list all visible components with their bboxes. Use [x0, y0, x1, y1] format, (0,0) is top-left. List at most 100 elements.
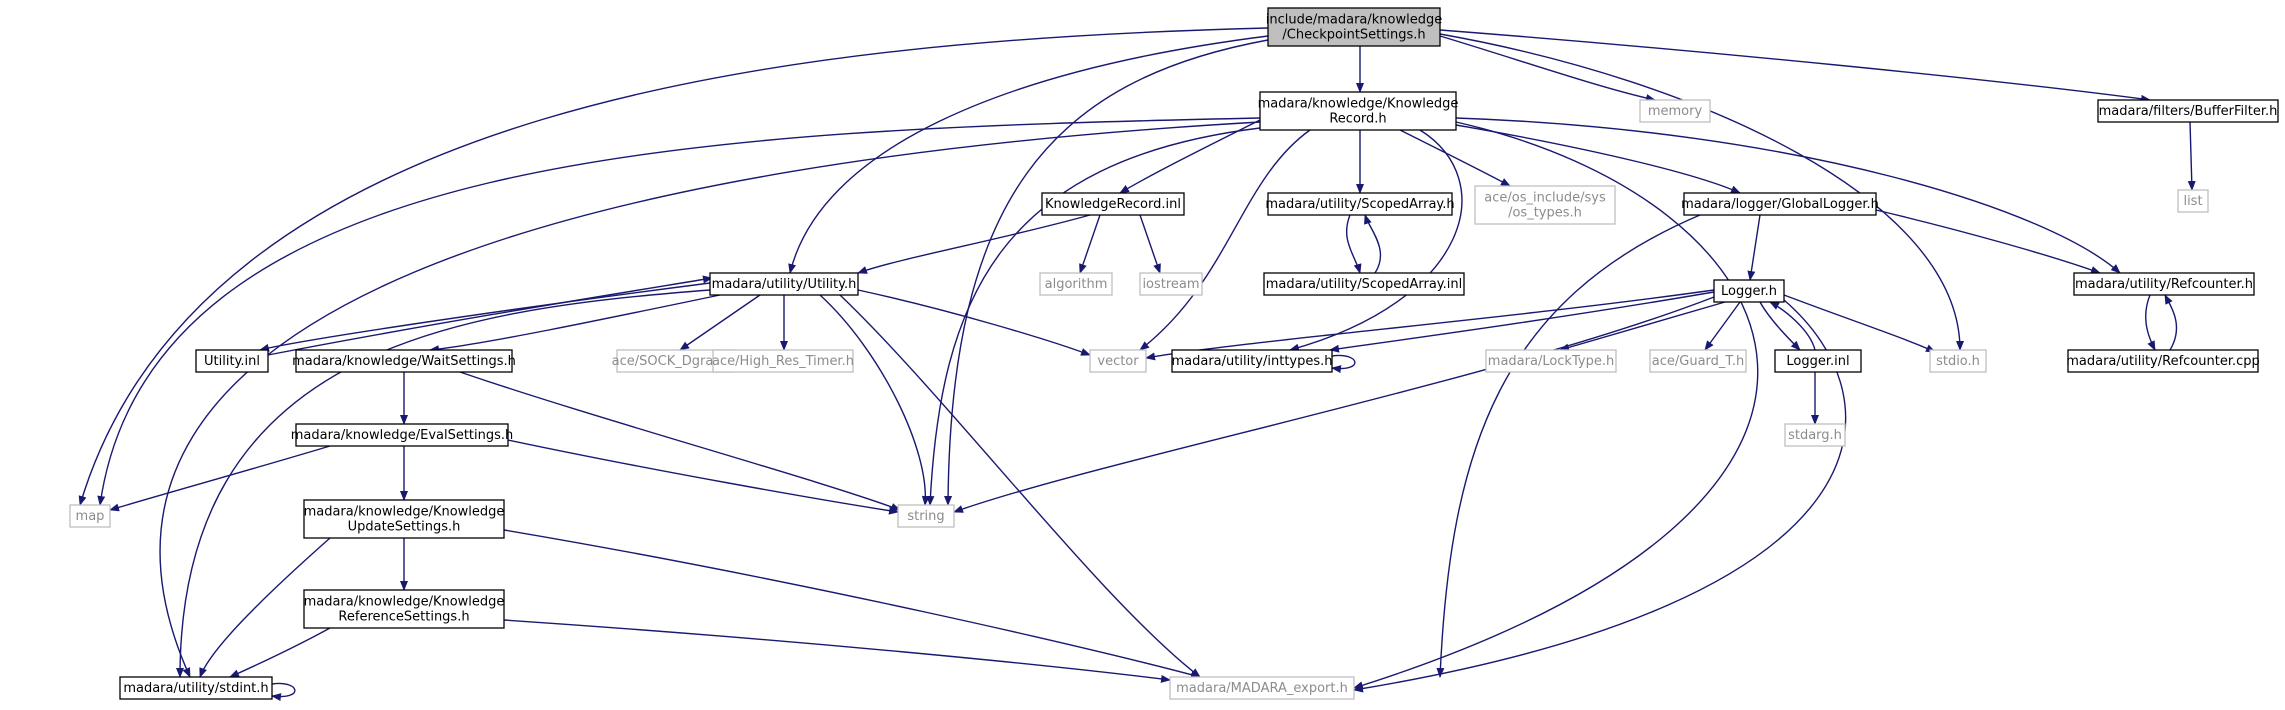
node-madara-export: madara/MADARA_export.h [1169, 676, 1355, 700]
edge-utility_h-to-utility_inl [259, 282, 711, 352]
edge-updatesettings_h-to-stdint_h [199, 537, 331, 678]
node-label: ace/High_Res_Timer.h [712, 354, 854, 369]
node-root[interactable]: include/madara/knowledge/CheckpointSetti… [1266, 7, 1442, 47]
edge-inttypes_h-to-inttypes_h [1331, 354, 1356, 374]
node-label: ace/os_include/sys [1484, 191, 1606, 206]
node-box [1139, 272, 1203, 296]
edge-evalsettings_h-to-string [507, 439, 899, 515]
node-bufferfilter-h[interactable]: madara/filters/BufferFilter.h [2097, 99, 2279, 123]
node-globallogger-h[interactable]: madara/logger/GlobalLogger.h [1681, 192, 1879, 216]
edge-utility_h-to-waitsettings_h [429, 294, 721, 354]
edge-utility_h-to-madara_export [839, 294, 1201, 678]
node-updatesettings-h[interactable]: madara/knowledge/KnowledgeUpdateSettings… [303, 499, 505, 539]
node-box [295, 349, 513, 373]
node-utility-h[interactable]: madara/utility/Utility.h [709, 272, 859, 296]
node-scopedarray-inl[interactable]: madara/utility/ScopedArray.inl [1263, 272, 1465, 296]
node-label: KnowledgeRecord.inl [1045, 197, 1181, 212]
edge-utility_h-to-vector [857, 289, 1091, 356]
edge-root-to-string [944, 39, 1269, 506]
node-evalsettings-h[interactable]: madara/knowledge/EvalSettings.h [291, 423, 514, 447]
node-label: madara/knowledge/EvalSettings.h [291, 428, 514, 443]
edge-logger_h-to-guard_t [1704, 301, 1741, 351]
node-label: ace/SOCK_Dgram.h [612, 354, 739, 369]
node-refcounter-h[interactable]: madara/utility/Refcounter.h [2073, 272, 2255, 296]
edge-knowledgerecord_inl-to-iostream [1139, 214, 1161, 274]
edge-logger_h-to-inttypes_h [1329, 291, 1715, 353]
edge-scopedarray_inl-to-scopedarray_h [1364, 214, 1382, 274]
node-box [1267, 7, 1441, 47]
node-label: algorithm [1045, 277, 1108, 292]
node-label: Utility.inl [204, 354, 260, 369]
node-label: /os_types.h [1508, 206, 1582, 221]
node-box [2067, 349, 2259, 373]
node-waitsettings-h[interactable]: madara/knowledge/WaitSettings.h [292, 349, 516, 373]
edge-knowledgerecord_h-to-inttypes_h [1289, 129, 1463, 352]
edge-waitsettings_h-to-string [459, 371, 901, 511]
node-label: madara/MADARA_export.h [1176, 681, 1348, 696]
node-box [709, 272, 859, 296]
edge-utility_h-to-sock_dgram [679, 294, 761, 351]
node-box [303, 499, 505, 539]
node-box [1041, 192, 1185, 216]
node-box [1485, 349, 1617, 373]
node-label: madara/knowledge/Knowledge [1258, 97, 1459, 112]
edge-globallogger_h-to-madara_export [1436, 214, 1701, 678]
node-guard-t: ace/Guard_T.h [1649, 349, 1747, 373]
edge-refcounter_h-to-refcounter_cpp [2145, 294, 2156, 351]
node-box [1713, 279, 1785, 303]
edge-updatesettings_h-to-madara_export [503, 529, 1201, 679]
node-logger-inl[interactable]: Logger.inl [1774, 349, 1862, 373]
edge-root-to-stdio [1439, 33, 1964, 351]
node-vector: vector [1089, 349, 1147, 373]
node-label: include/madara/knowledge [1266, 13, 1442, 28]
edge-logger_inl-to-logger_h [1769, 301, 1816, 351]
node-label: madara/knowledge/Knowledge [304, 505, 505, 520]
edge-logger_h-to-madara_export [1353, 299, 1847, 693]
node-sock-dgram: ace/SOCK_Dgram.h [612, 349, 739, 373]
node-list: list [2177, 189, 2209, 213]
node-label: madara/utility/inttypes.h [1171, 354, 1332, 369]
node-box [1639, 99, 1711, 123]
node-label: madara/utility/Refcounter.h [2075, 277, 2253, 292]
node-knowledgerecord-inl[interactable]: KnowledgeRecord.inl [1041, 192, 1185, 216]
node-label: madara/knowledge/Knowledge [304, 595, 505, 610]
node-label: string [907, 509, 944, 524]
node-box [1683, 192, 1877, 216]
node-label: iostream [1142, 277, 1199, 292]
node-label: /CheckpointSettings.h [1282, 28, 1425, 43]
node-algorithm: algorithm [1039, 272, 1113, 296]
node-box [712, 349, 854, 373]
node-box [1263, 272, 1465, 296]
edge-root-to-map [78, 27, 1269, 506]
node-box [1474, 185, 1616, 225]
node-scopedarray-h[interactable]: madara/utility/ScopedArray.h [1265, 192, 1455, 216]
node-label: madara/knowledge/WaitSettings.h [292, 354, 516, 369]
node-box [295, 423, 509, 447]
node-stdio: stdio.h [1929, 349, 1987, 373]
node-referencesettings-h[interactable]: madara/knowledge/KnowledgeReferenceSetti… [303, 589, 505, 629]
node-memory: memory [1639, 99, 1711, 123]
node-label: stdio.h [1936, 354, 1980, 369]
node-label: UpdateSettings.h [348, 520, 461, 535]
node-label: Record.h [1329, 112, 1386, 127]
edge-logger_h-to-logger_inl [1759, 301, 1801, 351]
edge-root-to-utility_h [788, 35, 1269, 274]
node-box [2073, 272, 2255, 296]
node-string: string [897, 504, 955, 528]
node-box [2177, 189, 2209, 213]
node-stdint-h[interactable]: madara/utility/stdint.h [119, 676, 273, 700]
node-locktype-h: madara/LockType.h [1485, 349, 1617, 373]
node-box [1929, 349, 1987, 373]
edge-utility_inl-to-utility_h [267, 275, 713, 356]
edge-root-to-memory [1439, 35, 1656, 102]
node-knowledgerecord-h[interactable]: madara/knowledge/KnowledgeRecord.h [1258, 91, 1459, 131]
edge-logger_h-to-locktype_h [1559, 301, 1726, 352]
node-logger-h[interactable]: Logger.h [1713, 279, 1785, 303]
edge-knowledgerecord_h-to-vector [1139, 129, 1311, 351]
node-refcounter-cpp[interactable]: madara/utility/Refcounter.cpp [2066, 349, 2260, 373]
node-box [1267, 192, 1453, 216]
node-utility-inl[interactable]: Utility.inl [195, 349, 269, 373]
node-inttypes-h[interactable]: madara/utility/inttypes.h [1171, 349, 1333, 373]
edge-knowledgerecord_h-to-madara_export [1353, 121, 1759, 690]
edge-globallogger_h-to-logger_h [1747, 214, 1761, 281]
